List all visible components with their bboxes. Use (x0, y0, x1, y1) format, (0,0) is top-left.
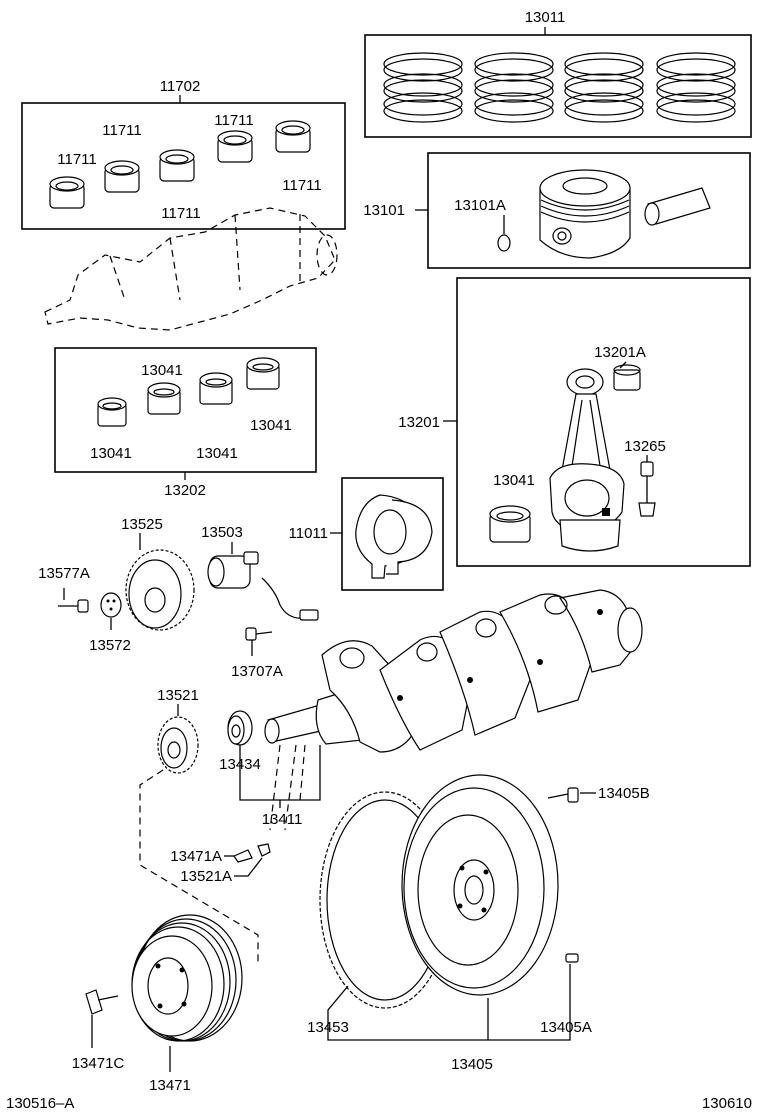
piston-rings-2 (474, 52, 554, 123)
label-13405: 13405 (451, 1056, 493, 1073)
crankshaft-pulley (131, 914, 243, 1042)
rod-bearing-set-group: 13041 13041 13041 13041 13202 (54, 347, 317, 499)
label-13453: 13453 (307, 1019, 349, 1036)
piston-rings-3 (564, 52, 644, 123)
label-13201: 13201 (398, 414, 440, 431)
label-13202: 13202 (164, 482, 206, 499)
main-bearing-shell-3 (159, 149, 195, 182)
bolt-13707a (245, 627, 273, 641)
crankshaft-timing-gear (157, 716, 199, 774)
rod-bolt (638, 461, 656, 517)
label-13201a: 13201A (594, 344, 646, 361)
crank-gear-group: 13521 13434 (157, 687, 261, 774)
label-13041-c: 13041 (90, 445, 132, 462)
label-13525: 13525 (121, 516, 163, 533)
label-13411: 13411 (262, 811, 303, 828)
spacer-13434 (227, 710, 253, 746)
reference-code-right: 130610 (702, 1095, 752, 1112)
main-bearing-box (21, 102, 346, 230)
pulley-bolt (85, 989, 119, 1015)
piston-rings-1 (383, 52, 463, 123)
connecting-rod (549, 368, 625, 552)
connecting-rod-group: 13201 13201A 13265 13041 (398, 277, 751, 567)
label-13471: 13471 (149, 1077, 191, 1094)
rod-bearing-shell-1 (97, 397, 127, 427)
rod-bearing-shell-2 (147, 382, 181, 415)
piston-rings-4 (656, 52, 736, 123)
label-13434: 13434 (219, 756, 261, 773)
label-11711-c: 11711 (57, 151, 97, 168)
label-11711-b: 11711 (214, 112, 254, 129)
piston (539, 169, 631, 259)
crankshaft-group: 13411 (239, 589, 643, 831)
thrust-washer-box (341, 477, 444, 591)
label-13041-d: 13041 (196, 445, 238, 462)
phantom-crankshaft (44, 207, 338, 331)
big-end-bearing (489, 505, 531, 543)
piston-group: 13101 13101A (363, 152, 751, 269)
piston-ring-set-group: 13011 (364, 9, 752, 138)
piston-pin-clip (497, 234, 511, 252)
flywheel-group: 13405B 13405A 13453 13405 (307, 774, 650, 1073)
label-11011: 11011 (289, 525, 329, 542)
crank-position-sensor (207, 551, 319, 621)
label-13707a: 13707A (231, 663, 283, 680)
label-13041-a: 13041 (141, 362, 183, 379)
label-11711-d: 11711 (282, 177, 322, 194)
flywheel (401, 774, 559, 996)
main-bearing-shell-1 (49, 176, 85, 209)
label-13572: 13572 (89, 637, 131, 654)
main-bearing-shell-4 (217, 130, 253, 163)
label-13405b: 13405B (598, 785, 650, 802)
thrust-washer-group: 11011 (289, 477, 444, 591)
ring-set-box (364, 34, 752, 138)
main-bearing-shell-5 (275, 120, 311, 153)
label-13265: 13265 (624, 438, 666, 455)
label-13521: 13521 (157, 687, 199, 704)
label-13101a: 13101A (454, 197, 506, 214)
flywheel-dowel-pin (565, 953, 579, 963)
label-13041-b: 13041 (250, 417, 292, 434)
main-bearing-set-upper-group: 11702 11711 11711 11711 11711 11711 (21, 78, 346, 230)
label-13011: 13011 (525, 9, 566, 26)
label-13041-rod: 13041 (493, 472, 535, 489)
label-13577a: 13577A (38, 565, 90, 582)
crankshaft (264, 589, 643, 753)
label-13101: 13101 (363, 202, 405, 219)
label-13503: 13503 (201, 524, 243, 541)
bolt-13577a (58, 588, 89, 613)
timing-pulley (125, 549, 195, 631)
connecting-rod-box (456, 277, 751, 567)
key-13471a (233, 849, 253, 863)
timing-pulley-group: 13525 13577A 13572 (38, 516, 195, 654)
crank-pulley-group: 13471 13471C (72, 914, 243, 1094)
label-13521a: 13521A (180, 868, 232, 885)
keys-group: 13471A 13521A (170, 843, 271, 885)
key-13521a (257, 843, 271, 857)
rod-bearing-shell-3 (199, 372, 233, 405)
small-end-bushing (613, 364, 641, 391)
main-bearing-shell-2 (104, 160, 140, 193)
label-11711-a: 11711 (102, 122, 142, 139)
label-13471c: 13471C (72, 1055, 125, 1072)
label-13471a: 13471A (170, 848, 222, 865)
sensor-plate-group: 13503 13707A (201, 524, 319, 680)
flywheel-bolt (547, 787, 579, 803)
washer-13572 (100, 592, 122, 618)
thrust-washer (355, 494, 433, 579)
label-11702: 11702 (160, 78, 201, 95)
reference-code-left: 130516–A (6, 1095, 74, 1112)
rod-bearing-shell-4 (246, 357, 280, 390)
piston-pin (644, 187, 711, 226)
label-11711-e: 11711 (161, 205, 201, 222)
label-13405a: 13405A (540, 1019, 592, 1036)
